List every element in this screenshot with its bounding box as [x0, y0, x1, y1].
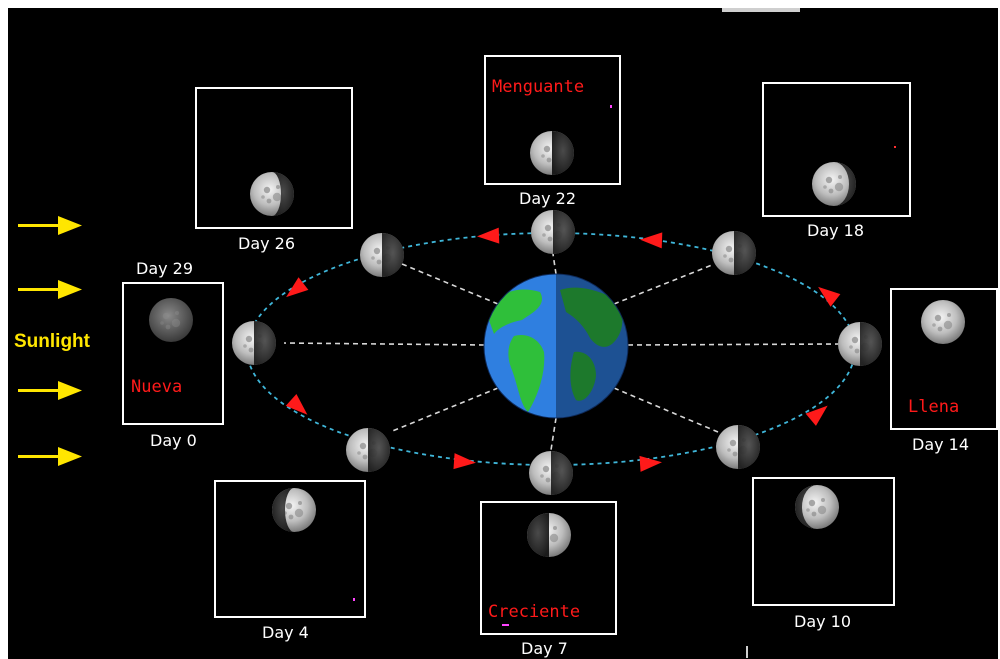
phase-frame-new — [122, 282, 224, 425]
bottom-edge-mark — [746, 646, 748, 658]
moon-phase-icon — [527, 513, 571, 557]
stray-pixel — [894, 146, 896, 148]
orbit-moon-day10 — [716, 425, 760, 469]
spoke-day10 — [613, 387, 719, 433]
yellow-right-arrow-icon — [18, 280, 82, 299]
phase-name-first-quarter: Creciente — [488, 602, 580, 622]
phase-frame-day26 — [195, 87, 353, 229]
moon-phase-icon — [250, 172, 294, 216]
moon-phase-icon — [272, 488, 316, 532]
spoke-day14 — [627, 343, 839, 346]
phase-frame-full — [890, 288, 998, 430]
day-label-26: Day 26 — [238, 234, 295, 253]
phase-frame-last-quarter — [484, 55, 621, 185]
phase-frame-day4 — [214, 480, 366, 618]
yellow-right-arrow-icon — [18, 447, 82, 466]
orbit-moons — [232, 210, 882, 495]
day-label-22: Day 22 — [519, 189, 576, 208]
top-edge-mark — [722, 8, 800, 12]
phase-views — [149, 131, 965, 557]
orbit-arrow — [639, 455, 662, 472]
moon-phase-icon — [921, 300, 965, 344]
orbit-moon-day7 — [529, 451, 573, 495]
stray-pixel — [353, 598, 355, 601]
orbit-moon-day0 — [232, 321, 276, 365]
stray-pixel — [502, 624, 509, 626]
moon-phase-icon — [812, 162, 856, 206]
moon-phase-icon — [795, 485, 839, 529]
yellow-right-arrow-icon — [18, 216, 82, 235]
orbit-arrow — [640, 232, 663, 249]
phase-frame-day18 — [762, 82, 911, 217]
sunlight-label: Sunlight — [14, 331, 91, 352]
day-label-14: Day 14 — [912, 435, 969, 454]
phase-frames — [122, 55, 998, 635]
phase-frame-first-quarter — [480, 501, 617, 635]
day-label-4: Day 4 — [262, 623, 309, 642]
orbit-arrow — [818, 286, 841, 307]
orbit-arrow — [453, 453, 476, 470]
moon-phase-icon — [149, 298, 193, 342]
orbit-arrows — [285, 227, 841, 472]
orbit-moon-day4 — [346, 428, 390, 472]
spoke-day0 — [283, 342, 485, 346]
orbit-moon-day18 — [712, 231, 756, 275]
orbit-moon-day14 — [838, 322, 882, 366]
day-label-7: Day 7 — [521, 639, 568, 658]
orbit-arrow — [805, 405, 828, 426]
spoke-day4 — [389, 387, 499, 433]
day-label-18: Day 18 — [807, 221, 864, 240]
phase-name-new: Nueva — [131, 377, 182, 397]
orbit-spokes — [283, 253, 839, 451]
sunlight-arrows — [18, 216, 82, 466]
orbit-arrow — [285, 394, 308, 415]
day-label-0: Day 0 — [150, 431, 197, 450]
day-label-10: Day 10 — [794, 612, 851, 631]
phase-frame-day10 — [752, 477, 895, 606]
stray-pixel — [610, 105, 612, 108]
spoke-day22 — [552, 253, 557, 275]
day-label-29: Day 29 — [136, 259, 193, 278]
moon-phase-icon — [530, 131, 574, 175]
phase-name-last-quarter: Menguante — [492, 77, 584, 97]
orbit-arrow — [477, 227, 500, 244]
orbit-moon-day26 — [360, 233, 404, 277]
orbit-moon-day22 — [531, 210, 575, 254]
phase-name-full: Llena — [908, 397, 959, 417]
orbit-arrow — [286, 277, 309, 298]
yellow-right-arrow-icon — [18, 381, 82, 400]
